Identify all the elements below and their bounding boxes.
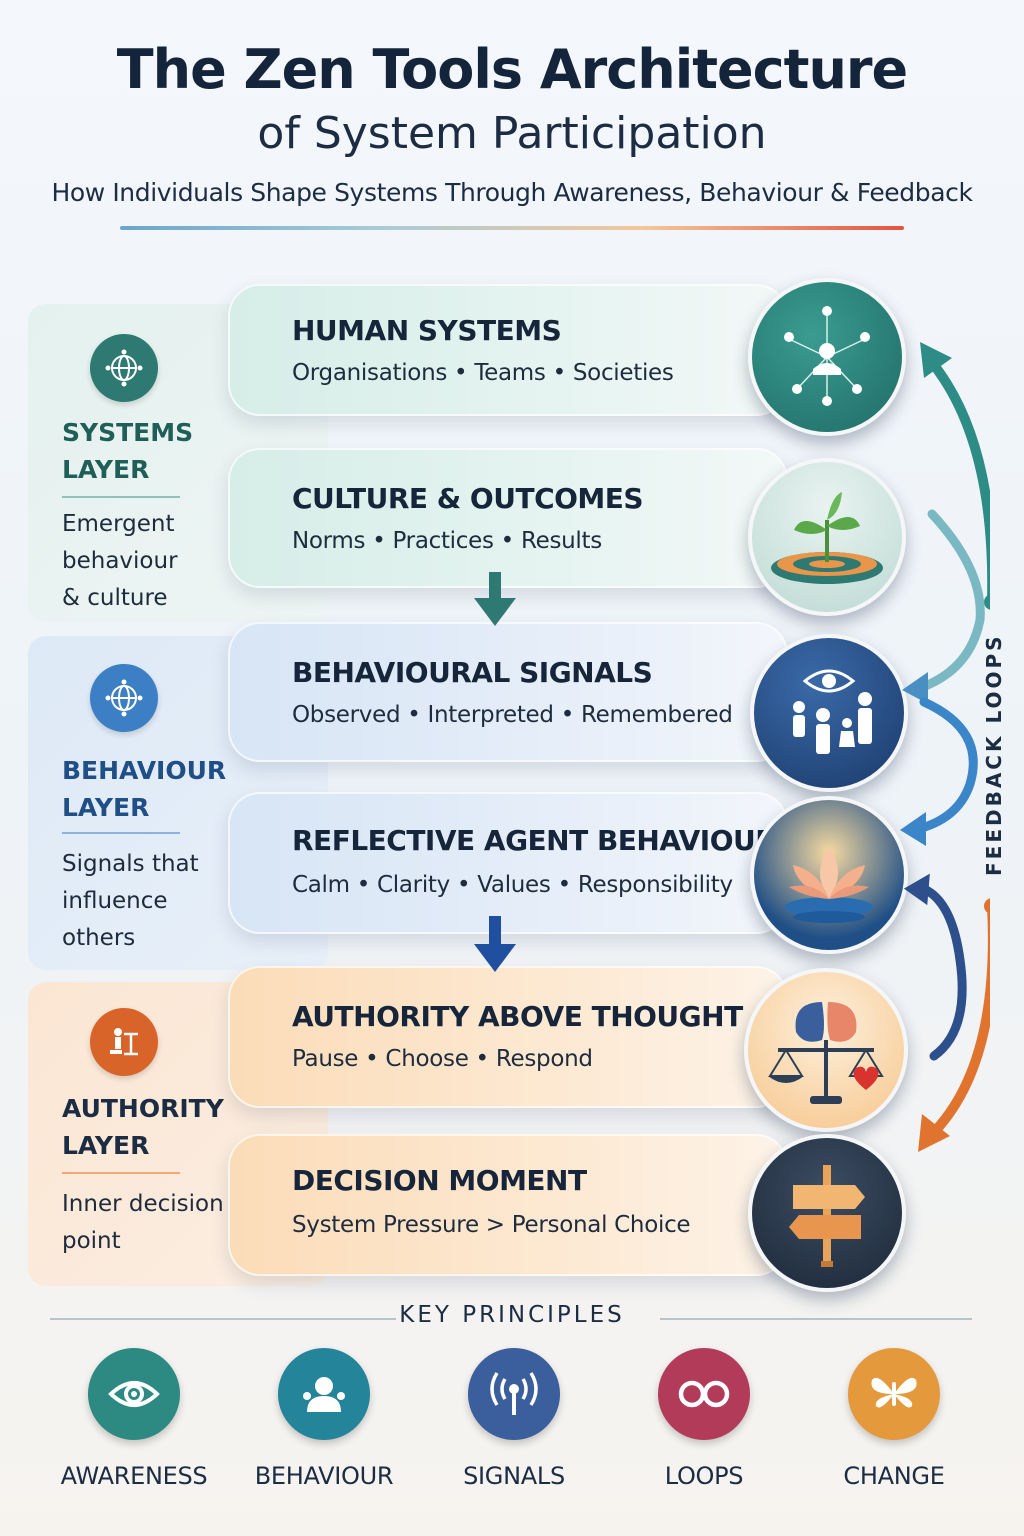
- card-title: BEHAVIOURAL SIGNALS: [292, 656, 653, 689]
- feedback-arrowhead-light: [902, 672, 928, 704]
- card-culture-outcomes: CULTURE & OUTCOMES Norms • Practices • R…: [228, 448, 788, 588]
- broadcast-icon: [468, 1348, 560, 1440]
- principle-loops: LOOPS: [624, 1348, 784, 1490]
- feedback-arrow-navy: [917, 883, 967, 1061]
- page-title: The Zen Tools Architecture: [116, 38, 908, 101]
- principle-label: AWARENESS: [60, 1462, 208, 1490]
- page-subtitle: of System Participation: [257, 108, 767, 159]
- signpost-icon: [748, 1134, 906, 1292]
- authority-layer-divider: [62, 1172, 180, 1174]
- globe-network-icon: [90, 664, 158, 732]
- principle-awareness: AWARENESS: [54, 1348, 214, 1490]
- principle-behaviour: BEHAVIOUR: [244, 1348, 404, 1490]
- key-principles-divider-left: [50, 1318, 396, 1320]
- systems-layer-divider: [62, 496, 180, 498]
- card-subtitle: System Pressure > Personal Choice: [292, 1212, 691, 1238]
- feedback-arrow-orange: [931, 901, 990, 1135]
- sprout-maze-icon: [748, 458, 906, 616]
- butterfly-icon: [848, 1348, 940, 1440]
- card-behavioural-signals: BEHAVIOURAL SIGNALS Observed • Interpret…: [228, 622, 788, 762]
- card-subtitle: Norms • Practices • Results: [292, 528, 602, 554]
- down-arrow-icon: [474, 572, 516, 626]
- people-network-icon: [748, 278, 906, 436]
- principle-label: BEHAVIOUR: [254, 1462, 394, 1490]
- principle-change: CHANGE: [814, 1348, 974, 1490]
- card-title: AUTHORITY ABOVE THOUGHT: [292, 1000, 743, 1033]
- card-authority-above-thought: AUTHORITY ABOVE THOUGHT Pause • Choose •…: [228, 966, 788, 1108]
- brain-scale-icon: [744, 968, 908, 1132]
- feedback-arrow-light: [915, 509, 985, 693]
- feedback-node-teal: [984, 594, 990, 610]
- person-icon: [278, 1348, 370, 1440]
- eye-icon: [88, 1348, 180, 1440]
- feedback-arrow-teal: [925, 355, 990, 607]
- card-subtitle: Organisations • Teams • Societies: [292, 360, 674, 386]
- principle-label: SIGNALS: [463, 1462, 565, 1490]
- card-reflective-agent-behaviour: REFLECTIVE AGENT BEHAVIOUR Calm • Clarit…: [228, 792, 788, 934]
- feedback-arrow-blue: [909, 697, 978, 835]
- feedback-arrowhead-teal: [920, 342, 952, 378]
- key-principles-divider-right: [660, 1318, 972, 1320]
- card-title: REFLECTIVE AGENT BEHAVIOUR: [292, 824, 777, 857]
- globe-network-icon: [90, 334, 158, 402]
- loop-icon: [658, 1348, 750, 1440]
- feedback-arrowhead-navy: [903, 873, 930, 906]
- card-human-systems: HUMAN SYSTEMS Organisations • Teams • So…: [228, 284, 788, 416]
- principle-signals: SIGNALS: [434, 1348, 594, 1490]
- eye-family-icon: [750, 634, 908, 792]
- behaviour-layer-divider: [62, 832, 180, 834]
- card-title: HUMAN SYSTEMS: [292, 314, 562, 347]
- card-subtitle: Calm • Clarity • Values • Responsibility: [292, 872, 733, 898]
- principle-label: CHANGE: [843, 1462, 945, 1490]
- card-subtitle: Pause • Choose • Respond: [292, 1046, 593, 1072]
- lotus-icon: [750, 796, 908, 954]
- card-title: DECISION MOMENT: [292, 1164, 587, 1197]
- principle-label: LOOPS: [664, 1462, 744, 1490]
- feedback-loops-label: FEEDBACK LOOPS: [982, 633, 1006, 876]
- feedback-arrowhead-orange: [918, 1114, 950, 1152]
- title-divider: [120, 226, 904, 230]
- feedback-loop-arrows: [900, 342, 990, 1152]
- key-principles-title: KEY PRINCIPLES: [399, 1302, 625, 1328]
- down-arrow-icon: [474, 916, 516, 972]
- feedback-node-orange: [984, 898, 990, 914]
- page-tagline: How Individuals Shape Systems Through Aw…: [51, 178, 973, 207]
- scale-person-icon: [90, 1008, 158, 1076]
- feedback-arrowhead-blue: [900, 812, 926, 846]
- card-decision-moment: DECISION MOMENT System Pressure > Person…: [228, 1134, 788, 1276]
- card-subtitle: Observed • Interpreted • Remembered: [292, 702, 733, 728]
- card-title: CULTURE & OUTCOMES: [292, 482, 644, 515]
